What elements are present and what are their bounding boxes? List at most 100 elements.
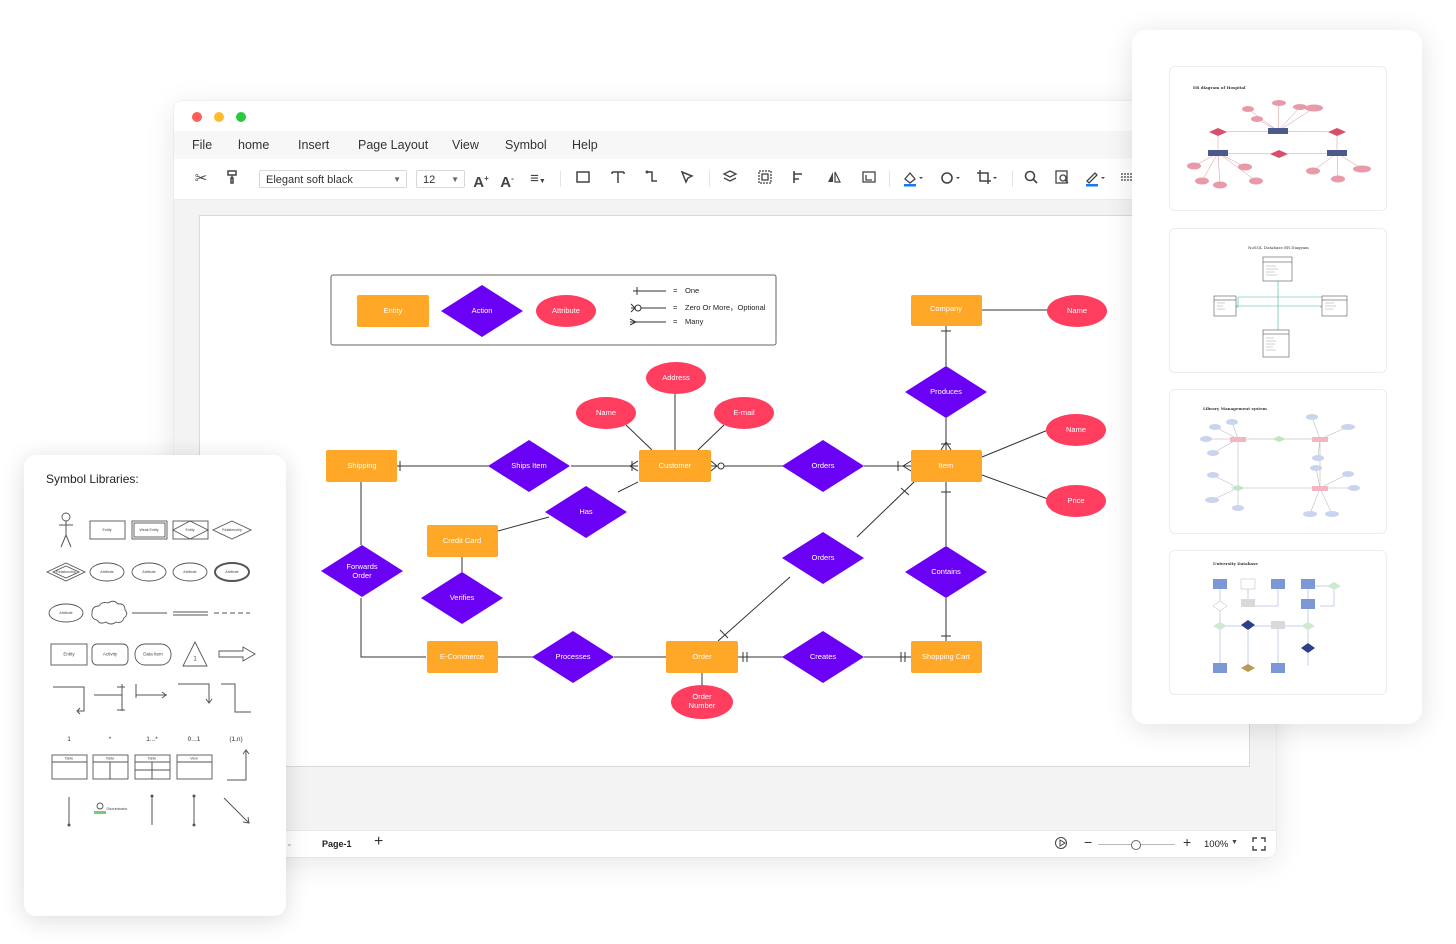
frame-icon[interactable] (859, 169, 879, 189)
chevron-down-icon: ▼ (451, 175, 459, 184)
table-symbol-1[interactable]: Table (51, 754, 88, 780)
font-size-select[interactable]: 12 ▼ (416, 170, 465, 188)
template-title: ER diagram of Hospital (1193, 85, 1246, 90)
svg-text:Attribute: Attribute (142, 570, 155, 574)
cloud-symbol[interactable] (91, 600, 128, 625)
dfd-entity-symbol[interactable]: Entity (50, 643, 88, 666)
crop-icon[interactable] (976, 169, 997, 189)
group-icon[interactable] (755, 169, 775, 189)
key-attribute-symbol[interactable]: Attribute (131, 562, 167, 582)
dfd-activity-symbol[interactable]: Activity (91, 643, 129, 666)
multivalued-attribute-symbol[interactable]: Attribute (214, 562, 250, 582)
fill-color-icon[interactable] (902, 169, 923, 189)
svg-text:Relationship: Relationship (222, 528, 242, 532)
title-bar (174, 101, 1276, 131)
partial-key-attribute-symbol[interactable]: Attribute (48, 603, 84, 623)
chevron-down-icon[interactable]: ⌄ (286, 839, 293, 848)
arrow-symbol[interactable] (218, 646, 256, 662)
menu-view[interactable]: View (452, 138, 479, 152)
search-icon[interactable] (1021, 169, 1041, 189)
flip-icon[interactable] (824, 169, 844, 189)
increase-font-icon[interactable]: A+ (473, 174, 489, 191)
menu-symbol[interactable]: Symbol (505, 138, 547, 152)
find-replace-icon[interactable] (1052, 169, 1072, 189)
cardinality-one[interactable]: 1 (67, 736, 71, 743)
svg-text:Activity: Activity (103, 652, 118, 657)
table-symbol-3[interactable]: Table (134, 754, 171, 780)
layers-icon[interactable] (720, 169, 740, 189)
elbow-connector-3[interactable] (135, 684, 167, 699)
discriminator-symbol[interactable]: Discriminator (94, 802, 128, 814)
cardinality-one-or-more[interactable]: 1...* (146, 736, 158, 743)
associative-entity-symbol[interactable]: Entity (172, 520, 210, 540)
template-thumbnail (1212, 578, 1341, 673)
fullscreen-icon[interactable] (1252, 837, 1266, 854)
text-icon[interactable] (608, 169, 628, 189)
elbow-connector-4[interactable] (178, 683, 213, 704)
align-text-icon[interactable]: ≡▼ (530, 170, 546, 187)
symbol-grid: .s { fill:#fff; stroke:#555; stroke-widt… (45, 512, 256, 827)
elbow-arrow-symbol[interactable] (227, 749, 250, 781)
elbow-connector-1[interactable] (53, 686, 85, 715)
play-icon[interactable] (1055, 837, 1067, 849)
cardinality-range[interactable]: (1,n) (229, 736, 242, 743)
maximize-window-button[interactable] (236, 112, 246, 122)
vertical-line-2[interactable] (150, 794, 154, 826)
template-card-library[interactable]: Library Management system (1169, 389, 1387, 534)
relationship-symbol[interactable]: Relationship (211, 520, 253, 540)
identifying-relationship-symbol[interactable]: Relationship (45, 562, 87, 582)
derived-attribute-symbol[interactable]: Attribute (172, 562, 208, 582)
svg-text:Table: Table (65, 756, 74, 760)
cut-icon[interactable]: ✂ (194, 170, 208, 187)
templates-panel: ER diagram of Hospital NoSQL Database ER… (1132, 30, 1422, 724)
add-page-icon[interactable]: + (374, 833, 384, 850)
page-tab[interactable]: Page-1 (322, 839, 352, 849)
zoom-level[interactable]: 100% (1204, 839, 1229, 850)
attribute-symbol[interactable]: Attribute (89, 562, 125, 582)
cardinality-zero-or-one[interactable]: 0...1 (188, 736, 201, 743)
weak-entity-symbol[interactable]: Weak Entity (131, 520, 168, 540)
double-line-symbol[interactable] (173, 611, 208, 616)
actor-symbol[interactable] (59, 512, 73, 548)
dfd-data-item-symbol[interactable]: Data Item (134, 643, 172, 666)
zoom-slider[interactable] (1098, 840, 1175, 850)
menu-page-layout[interactable]: Page Layout (358, 138, 429, 152)
table-symbol-2[interactable]: Table (92, 754, 129, 780)
view-symbol[interactable]: View (176, 754, 213, 780)
menu-insert[interactable]: Insert (298, 138, 330, 152)
zoom-in-icon[interactable]: + (1183, 834, 1192, 850)
chevron-down-icon[interactable]: ▼ (1231, 839, 1238, 846)
font-family-select[interactable]: Elegant soft black ▼ (259, 170, 407, 188)
menu-help[interactable]: Help (572, 138, 598, 152)
close-window-button[interactable] (192, 112, 202, 122)
diagonal-arrow-symbol[interactable] (223, 797, 250, 824)
pointer-icon[interactable] (677, 169, 697, 189)
diagram-page[interactable] (199, 215, 1250, 767)
zoom-slider-handle[interactable] (1131, 840, 1141, 850)
pen-color-icon[interactable] (1084, 169, 1105, 189)
format-painter-icon[interactable] (223, 169, 243, 189)
cardinality-many[interactable]: * (109, 736, 112, 743)
shape-style-icon[interactable] (939, 169, 960, 189)
minimize-window-button[interactable] (214, 112, 224, 122)
svg-text:Data Item: Data Item (143, 652, 163, 657)
menu-file[interactable]: File (192, 138, 213, 152)
align-left-icon[interactable] (789, 169, 809, 189)
template-card-university[interactable]: University Database (1169, 550, 1387, 695)
menu-bar: File home Insert Page Layout View Symbol… (174, 131, 1276, 159)
connector-icon[interactable] (642, 169, 662, 189)
decrease-font-icon[interactable]: A- (500, 174, 514, 191)
more-options-icon[interactable] (1117, 169, 1137, 189)
elbow-connector-2[interactable] (94, 684, 125, 711)
vertical-line-1[interactable] (67, 797, 71, 827)
triangle-symbol[interactable]: 1 (182, 640, 208, 667)
entity-symbol[interactable]: Entity (89, 520, 126, 540)
template-card-nosql[interactable]: NoSQL Database ER Diagram (1169, 228, 1387, 373)
vertical-line-3[interactable] (192, 794, 196, 827)
zoom-out-icon[interactable]: − (1084, 834, 1093, 850)
menu-home[interactable]: home (238, 138, 270, 152)
template-card-hospital[interactable]: ER diagram of Hospital (1169, 66, 1387, 211)
elbow-connector-5[interactable] (221, 683, 251, 713)
rectangle-icon[interactable] (573, 169, 593, 189)
template-thumbnail (1187, 100, 1371, 189)
